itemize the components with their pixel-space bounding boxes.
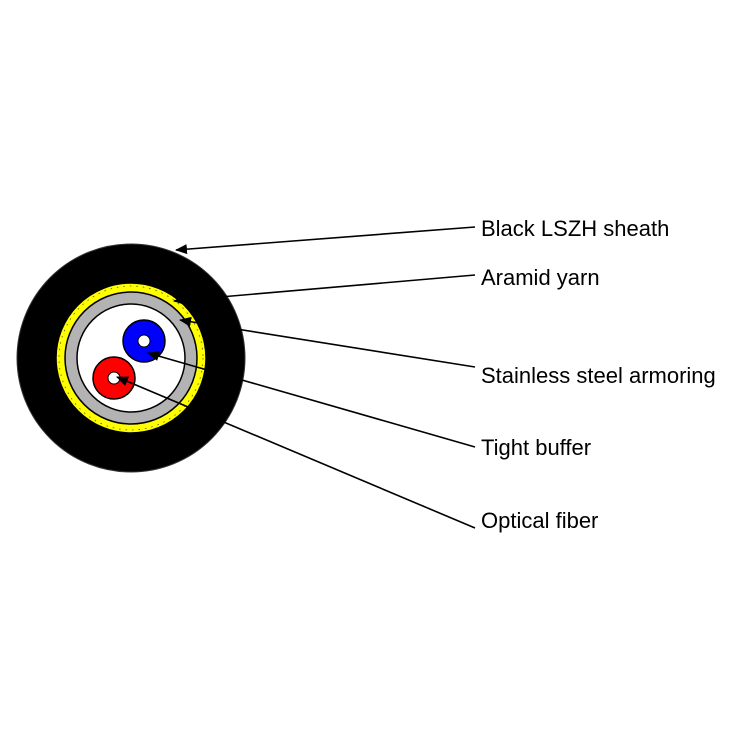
leader-line-sheath [175, 226, 476, 255]
label-optical-fiber: Optical fiber [481, 508, 598, 533]
leader-line-aramid [173, 274, 476, 306]
label-black-lszh-sheath: Black LSZH sheath [481, 216, 669, 241]
leader-line-armoring [179, 316, 476, 368]
cable-cross-section [16, 243, 246, 473]
label-tight-buffer: Tight buffer [481, 435, 591, 460]
label-aramid-yarn: Aramid yarn [481, 265, 600, 290]
leader-line-fiber [116, 376, 476, 529]
component-labels: Black LSZH sheath Aramid yarn Stainless … [481, 216, 716, 533]
leader-line-buffer [147, 351, 476, 448]
label-stainless-steel-armoring: Stainless steel armoring [481, 363, 716, 388]
aramid-yarn-texture [58, 285, 204, 431]
leader-lines [116, 226, 476, 529]
optical-fiber-core-blue [137, 334, 151, 348]
